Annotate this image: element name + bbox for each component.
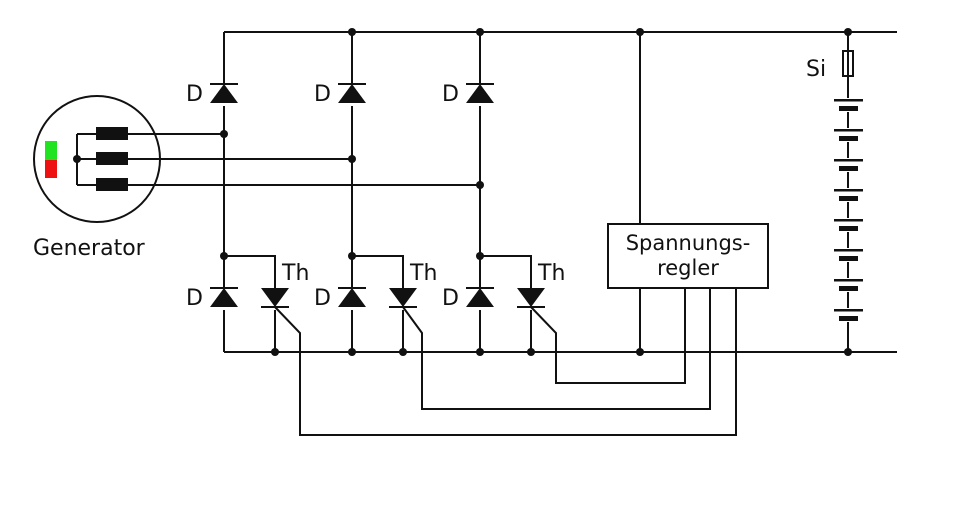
- battery-plate-positive: [834, 309, 863, 312]
- diode-label: D: [442, 82, 459, 107]
- diode-symbol: [338, 288, 366, 307]
- junction-dot: [636, 28, 644, 36]
- diode-label: D: [442, 286, 459, 311]
- regulator-label-line2: regler: [657, 256, 719, 280]
- junction-dot: [399, 348, 407, 356]
- junction-dot: [348, 155, 356, 163]
- battery-plate-positive: [834, 219, 863, 222]
- junction-dot: [476, 252, 484, 260]
- thyristor-gate-wire: [402, 288, 711, 410]
- battery-branch: Si: [806, 32, 863, 352]
- junction-dot: [844, 28, 852, 36]
- thyristor-label: Th: [281, 261, 309, 286]
- regulator-label-line1: Spannungs-: [626, 231, 751, 255]
- battery-plate-positive: [834, 129, 863, 132]
- junction-dot: [348, 348, 356, 356]
- battery-cell: [834, 158, 863, 172]
- battery-cell: [834, 308, 863, 322]
- diode-label: D: [314, 286, 331, 311]
- battery-plate-positive: [834, 249, 863, 252]
- junction-dot: [844, 348, 852, 356]
- diode-symbol: [210, 288, 238, 307]
- battery-cell: [834, 218, 863, 232]
- thyristor-3: Th: [480, 255, 686, 384]
- thyristor-1: Th: [224, 255, 737, 436]
- upper-diode-1: D: [186, 82, 238, 107]
- junction-dot: [476, 28, 484, 36]
- fuse-label: Si: [806, 57, 826, 82]
- battery-plate-positive: [834, 189, 863, 192]
- generator-indicator-green: [45, 141, 57, 160]
- diode-label: D: [186, 82, 203, 107]
- junction-dot: [220, 130, 228, 138]
- battery-plate-positive: [834, 99, 863, 102]
- junction-dot: [636, 348, 644, 356]
- battery-cell: [834, 188, 863, 202]
- upper-diode-2: D: [314, 82, 366, 107]
- diode-label: D: [314, 82, 331, 107]
- junction-dot: [348, 252, 356, 260]
- battery-plate-negative: [839, 136, 858, 141]
- battery-plate-negative: [839, 256, 858, 261]
- thyristor-label: Th: [409, 261, 437, 286]
- battery-cell: [834, 278, 863, 292]
- thyristor-symbol: [389, 288, 417, 307]
- thyristor-gate-wire: [274, 288, 737, 436]
- junction-dot: [527, 348, 535, 356]
- thyristor-2: Th: [352, 255, 711, 410]
- diode-symbol: [210, 84, 238, 103]
- junction-dot: [271, 348, 279, 356]
- battery-plate-negative: [839, 196, 858, 201]
- diode-symbol: [466, 288, 494, 307]
- battery-plate-negative: [839, 166, 858, 171]
- battery-cell: [834, 128, 863, 142]
- battery-plate-negative: [839, 106, 858, 111]
- junction-dot: [348, 28, 356, 36]
- lower-diode-2: D: [314, 286, 366, 311]
- diode-symbol: [338, 84, 366, 103]
- battery-plate-positive: [834, 159, 863, 162]
- battery-plate-positive: [834, 279, 863, 282]
- lower-stage: D Th D Th D: [186, 255, 737, 436]
- thyristor-label: Th: [537, 261, 565, 286]
- junctions: [220, 28, 852, 356]
- thyristor-gate-wire: [530, 288, 686, 384]
- upper-diode-3: D: [442, 82, 494, 107]
- winding-3: [96, 178, 128, 191]
- winding-1: [96, 127, 128, 140]
- battery: [834, 98, 863, 322]
- generator-indicator-red: [45, 160, 57, 178]
- voltage-regulator: Spannungs- regler: [607, 223, 769, 289]
- lower-diode-3: D: [442, 286, 494, 311]
- battery-plate-negative: [839, 226, 858, 231]
- winding-2: [96, 152, 128, 165]
- generator-label: Generator: [33, 236, 146, 261]
- regulator-box: [607, 223, 769, 289]
- battery-cell: [834, 98, 863, 112]
- diode-label: D: [186, 286, 203, 311]
- junction-dot: [476, 181, 484, 189]
- thyristor-symbol: [517, 288, 545, 307]
- generator: Generator: [33, 95, 480, 261]
- upper-diodes: D D D: [186, 82, 494, 107]
- diode-symbol: [466, 84, 494, 103]
- lower-diode-1: D: [186, 286, 238, 311]
- battery-plate-negative: [839, 316, 858, 321]
- fuse: [842, 50, 854, 77]
- junction-dot: [220, 252, 228, 260]
- star-point-junction: [73, 155, 81, 163]
- junction-dot: [476, 348, 484, 356]
- battery-plate-negative: [839, 286, 858, 291]
- thyristor-symbol: [261, 288, 289, 307]
- battery-cell: [834, 248, 863, 262]
